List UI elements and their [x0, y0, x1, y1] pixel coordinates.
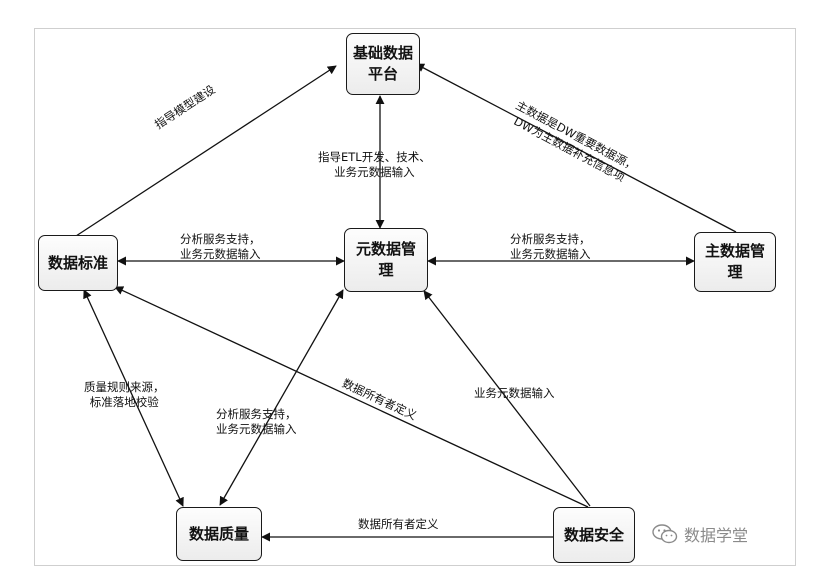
- node-master-data-management: 主数据管 理: [694, 232, 776, 292]
- node-basic-data-platform: 基础数据 平台: [346, 33, 420, 95]
- watermark-text: 数据学堂: [684, 526, 749, 545]
- node-data-standard: 数据标准: [38, 235, 118, 291]
- label-security-metadata: 业务元数据输入: [474, 386, 555, 400]
- edge-standard-platform: [75, 65, 337, 237]
- label-security-quality: 数据所有者定义: [358, 517, 439, 531]
- edge-metadata-quality: [219, 289, 344, 506]
- diagram-frame: [34, 28, 796, 566]
- edge-security-standard: [114, 286, 589, 508]
- label-metadata-platform: 指导ETL开发、技术、 业务元数据输入: [318, 150, 431, 179]
- wechat-icon: [652, 524, 678, 544]
- node-metadata-management: 元数据管 理: [344, 228, 428, 292]
- node-data-security: 数据安全: [553, 507, 635, 563]
- label-metadata-master: 分析服务支持， 业务元数据输入: [510, 232, 591, 261]
- edge-master-platform: [415, 63, 737, 233]
- edge-standard-quality: [83, 289, 184, 507]
- node-data-quality: 数据质量: [176, 507, 262, 561]
- edge-security-metadata: [423, 290, 591, 507]
- label-standard-quality: 质量规则来源， 标准落地校验: [84, 380, 165, 409]
- label-standard-metadata: 分析服务支持， 业务元数据输入: [180, 232, 261, 261]
- label-metadata-quality: 分析服务支持， 业务元数据输入: [216, 407, 297, 436]
- watermark: 数据学堂: [652, 522, 748, 546]
